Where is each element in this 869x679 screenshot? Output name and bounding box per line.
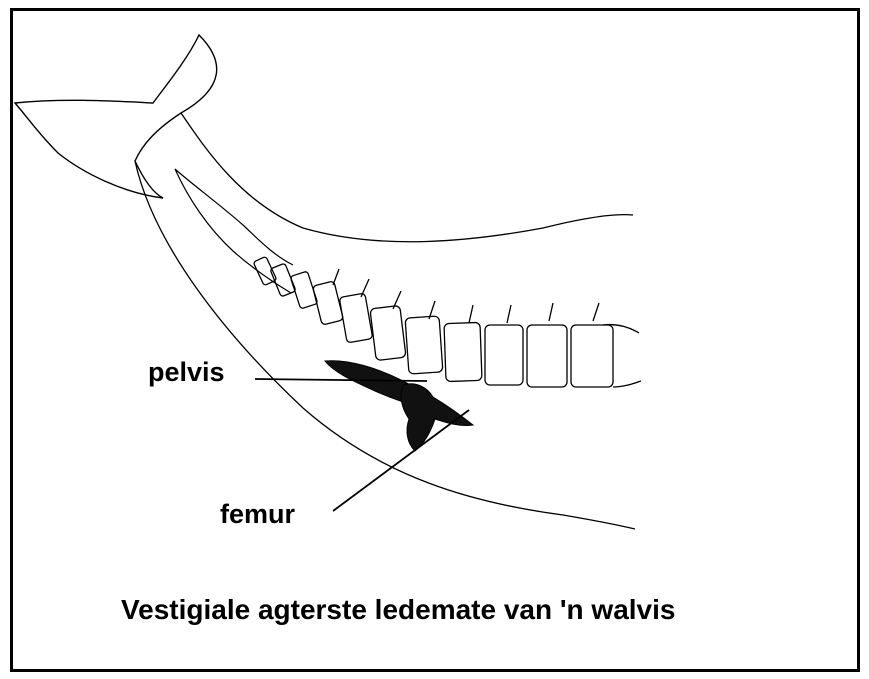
diagram-frame: pelvis femur Vestigiale agterste ledemat… xyxy=(10,8,860,672)
pelvis-label: pelvis xyxy=(148,357,225,388)
spine-tail-tip xyxy=(175,169,293,265)
femur-leader-line xyxy=(333,410,469,511)
pelvis-leader-line xyxy=(255,379,427,381)
femur-label: femur xyxy=(220,499,295,530)
body-lower-outline xyxy=(135,161,635,529)
whale-illustration xyxy=(10,8,860,672)
body-upper-outline xyxy=(181,113,633,242)
tail-fluke xyxy=(15,35,217,198)
femur-bone xyxy=(401,384,473,451)
diagram-caption: Vestigiale agterste ledemate van 'n walv… xyxy=(121,594,675,626)
vertebral-column xyxy=(253,256,641,387)
